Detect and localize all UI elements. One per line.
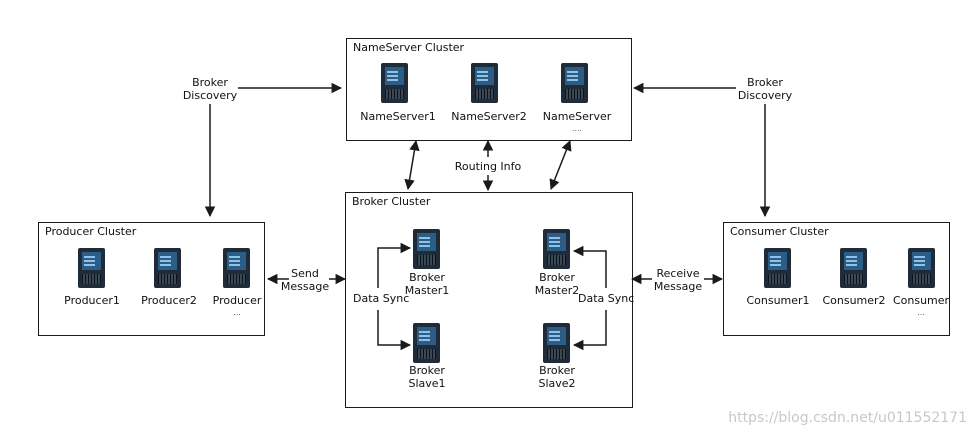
producer-cluster-title: Producer Cluster <box>45 225 137 238</box>
consumer2-label: Consumer2 <box>822 294 886 307</box>
nameserver1-label: NameServer1 <box>360 110 436 123</box>
nameserver2-label: NameServer2 <box>451 110 527 123</box>
broker-discovery-right-line2: Discovery <box>737 89 793 102</box>
broker-slave2-line1: Broker <box>539 364 575 377</box>
receive-message-line1: Receive <box>656 267 700 280</box>
producer1-label: Producer1 <box>64 294 120 307</box>
routing-arrow-right <box>549 140 572 190</box>
producer3-server-icon <box>223 248 250 288</box>
send-message-line2: Message <box>280 280 330 293</box>
broker-cluster: Broker Cluster <box>345 192 633 408</box>
data-sync-left-label: Data Sync <box>353 292 410 305</box>
broker-cluster-title: Broker Cluster <box>352 195 431 208</box>
nameserver3-label: NameServer <box>542 110 612 123</box>
data-sync-right-connector <box>574 251 607 345</box>
data-sync-left-connector <box>377 248 410 345</box>
consumer1-server-icon <box>764 248 791 288</box>
producer3-label: Producer <box>212 294 262 307</box>
consumer2-server-icon <box>840 248 867 288</box>
consumer1-label: Consumer1 <box>746 294 810 307</box>
broker-slave1-server-icon <box>413 323 440 363</box>
broker-slave2-server-icon <box>543 323 570 363</box>
receive-message-line2: Message <box>653 280 703 293</box>
producer1-server-icon <box>78 248 105 288</box>
producer-cluster: Producer Cluster <box>38 222 265 336</box>
broker-master2-line1: Broker <box>539 271 575 284</box>
broker-master2-server-icon <box>543 229 570 269</box>
nameserver-cluster-title: NameServer Cluster <box>353 41 465 54</box>
routing-arrow-left <box>404 139 420 191</box>
consumer3-label: Consumer <box>892 294 950 307</box>
broker-discovery-right-line1: Broker <box>747 76 783 89</box>
broker-discovery-left-line1: Broker <box>192 76 228 89</box>
nameserver3-ellipsis: .... <box>571 124 583 133</box>
broker-slave1-line2: Slave1 <box>408 377 446 390</box>
broker-master1-line1: Broker <box>409 271 445 284</box>
nameserver1-server-icon <box>381 63 408 103</box>
send-message-line1: Send <box>291 267 319 280</box>
nameserver3-server-icon <box>561 63 588 103</box>
consumer-cluster: Consumer Cluster <box>723 222 950 336</box>
broker-slave1-line1: Broker <box>409 364 445 377</box>
consumer3-server-icon <box>908 248 935 288</box>
broker-master1-server-icon <box>413 229 440 269</box>
consumer-cluster-title: Consumer Cluster <box>730 225 829 238</box>
producer2-server-icon <box>154 248 181 288</box>
consumer3-ellipsis: ... <box>917 308 925 317</box>
nameserver2-server-icon <box>471 63 498 103</box>
routing-info-label: Routing Info <box>454 160 522 173</box>
data-sync-right-label: Data Sync <box>578 292 635 305</box>
producer3-ellipsis: ... <box>233 308 241 317</box>
nameserver-cluster: NameServer Cluster <box>346 38 632 141</box>
broker-slave2-line2: Slave2 <box>538 377 576 390</box>
broker-master2-line2: Master2 <box>534 284 580 297</box>
watermark: https://blog.csdn.net/u011552171 <box>728 410 967 426</box>
broker-discovery-left-line2: Discovery <box>182 89 238 102</box>
producer2-label: Producer2 <box>141 294 197 307</box>
broker-master1-line2: Master1 <box>404 284 450 297</box>
